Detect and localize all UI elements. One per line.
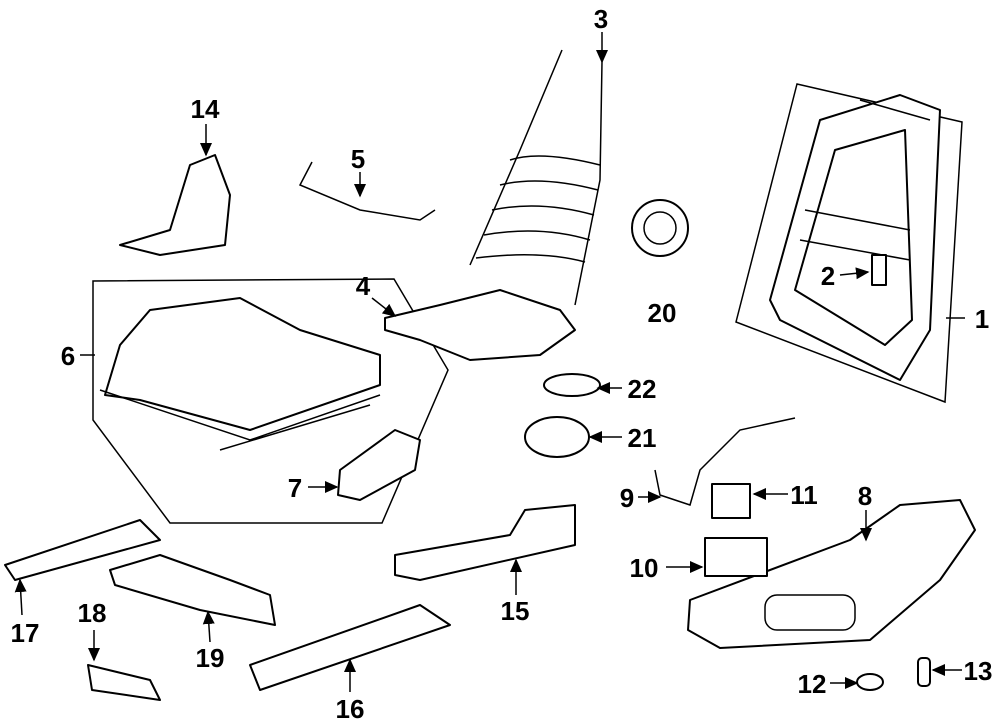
callout-label-13: 13: [964, 656, 993, 686]
part-seat-cushion-pan: [384, 289, 576, 361]
callout-label-7: 7: [288, 473, 302, 503]
part-16: [249, 604, 451, 691]
part-22: [543, 373, 601, 397]
callout-label-2: 2: [821, 261, 835, 291]
part-20-inner: [643, 211, 677, 245]
part-21: [524, 416, 590, 458]
part-cable: [654, 417, 796, 506]
callout-label-11: 11: [790, 480, 818, 510]
part-11: [711, 483, 751, 519]
callout-label-6: 6: [61, 341, 75, 371]
callout-label-9: 9: [620, 483, 634, 513]
part-cover: [119, 154, 231, 256]
callout-label-10: 10: [630, 553, 659, 583]
part-wire-harness: [298, 161, 436, 221]
callout-label-12: 12: [798, 669, 827, 699]
part-19: [109, 554, 276, 626]
part-18: [87, 664, 161, 701]
group-bracket-6: [92, 278, 449, 524]
part-motor: [337, 429, 421, 501]
callout-label-3: 3: [594, 4, 608, 34]
part-17: [4, 519, 161, 581]
callout-label-5: 5: [351, 144, 365, 174]
callout-label-22: 22: [628, 374, 657, 404]
leader-line-17: [14, 578, 27, 616]
part-knob: [856, 673, 884, 691]
part-side-shield: [687, 499, 976, 649]
part-switch: [704, 537, 768, 577]
leader-line-2: [839, 267, 870, 280]
part-2: [871, 254, 887, 286]
part-seat-adjuster: [99, 297, 381, 451]
part-switch-opening: [764, 594, 856, 631]
leader-line-4: [371, 297, 397, 317]
part-20: [631, 199, 689, 257]
callout-label-14: 14: [191, 94, 220, 124]
part-seat-back-suspension: [469, 49, 603, 306]
callout-label-16: 16: [336, 694, 365, 724]
callout-label-20: 20: [648, 298, 677, 328]
callout-label-8: 8: [858, 481, 872, 511]
callout-label-18: 18: [78, 598, 107, 628]
callout-label-1: 1: [975, 304, 989, 334]
callout-label-15: 15: [501, 596, 530, 626]
part-13: [917, 657, 931, 687]
callout-label-19: 19: [196, 643, 225, 673]
callout-label-4: 4: [356, 271, 371, 301]
callout-label-21: 21: [628, 423, 657, 453]
leader-line-19: [202, 610, 215, 643]
part-seat-back-frame: [769, 94, 941, 381]
part-15: [394, 504, 576, 581]
callout-label-17: 17: [11, 618, 40, 648]
